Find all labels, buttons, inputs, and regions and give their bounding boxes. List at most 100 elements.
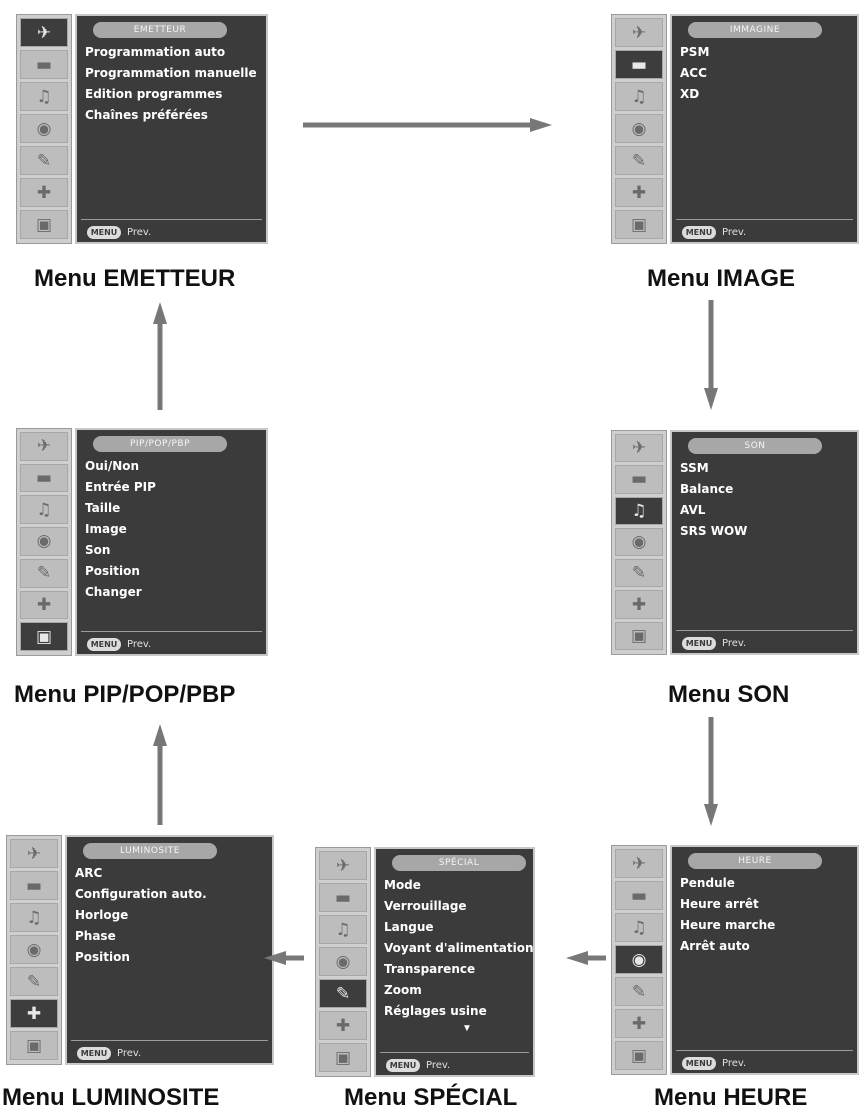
- icon-sidebar: ✈ ▬ ♫ ◉ ✎ ✚ ▣: [16, 14, 72, 244]
- menu-item[interactable]: ARC: [75, 866, 103, 880]
- menu-item[interactable]: Réglages usine: [384, 1004, 487, 1018]
- menu-button[interactable]: MENU: [682, 226, 716, 239]
- screen-icon[interactable]: ✚: [615, 1009, 663, 1038]
- menu-item[interactable]: Position: [85, 564, 140, 578]
- special-icon[interactable]: ✎: [10, 967, 58, 996]
- pip-icon[interactable]: ▣: [615, 621, 663, 650]
- satellite-icon[interactable]: ✈: [319, 851, 367, 880]
- picture-icon[interactable]: ▬: [20, 50, 68, 79]
- clock-icon[interactable]: ◉: [615, 527, 663, 557]
- special-icon[interactable]: ✎: [615, 977, 663, 1006]
- sound-icon[interactable]: ♫: [319, 915, 367, 944]
- pip-icon[interactable]: ▣: [20, 210, 68, 239]
- screen-icon[interactable]: ✚: [615, 178, 663, 207]
- menu-button[interactable]: MENU: [682, 1057, 716, 1070]
- icon-sidebar: ✈ ▬ ♫ ◉ ✎ ✚ ▣: [611, 845, 667, 1075]
- menu-item[interactable]: XD: [680, 87, 700, 101]
- menu-item[interactable]: Horloge: [75, 908, 129, 922]
- menu-item[interactable]: Taille: [85, 501, 121, 515]
- menu-item[interactable]: SRS WOW: [680, 524, 748, 538]
- special-icon[interactable]: ✎: [615, 559, 663, 588]
- screen-icon[interactable]: ✚: [20, 178, 68, 207]
- satellite-icon[interactable]: ✈: [615, 434, 663, 463]
- menu-item[interactable]: Voyant d'alimentation: [384, 941, 534, 955]
- sound-icon[interactable]: ♫: [615, 913, 663, 942]
- menu-item[interactable]: Langue: [384, 920, 434, 934]
- pip-icon[interactable]: ▣: [10, 1031, 58, 1060]
- menu-title: PIP/POP/PBP: [93, 436, 227, 452]
- menu-item[interactable]: Heure marche: [680, 918, 776, 932]
- picture-icon[interactable]: ▬: [319, 883, 367, 912]
- menu-item[interactable]: Edition programmes: [85, 87, 223, 101]
- menu-item[interactable]: Zoom: [384, 983, 422, 997]
- menu-button[interactable]: MENU: [77, 1047, 111, 1060]
- clock-icon[interactable]: ◉: [20, 114, 68, 143]
- sound-icon[interactable]: ♫: [20, 495, 68, 525]
- menu-item[interactable]: Pendule: [680, 876, 735, 890]
- special-icon[interactable]: ✎: [615, 146, 663, 175]
- picture-icon[interactable]: ▬: [615, 50, 663, 79]
- menu-item[interactable]: PSM: [680, 45, 710, 59]
- clock-icon[interactable]: ◉: [319, 947, 367, 976]
- menu-item[interactable]: Programmation manuelle: [85, 66, 257, 80]
- arrow-luminosite-to-pip: [153, 724, 167, 825]
- picture-icon[interactable]: ▬: [20, 463, 68, 493]
- pip-icon[interactable]: ▣: [615, 1041, 663, 1070]
- divider: [676, 630, 853, 631]
- special-icon[interactable]: ✎: [20, 558, 68, 588]
- menu-button[interactable]: MENU: [87, 638, 121, 651]
- prev-label: Prev.: [127, 639, 152, 650]
- scroll-down-icon[interactable]: ▼: [462, 1023, 472, 1034]
- sound-icon[interactable]: ♫: [615, 82, 663, 111]
- menu-item[interactable]: Image: [85, 522, 127, 536]
- clock-icon[interactable]: ◉: [20, 527, 68, 556]
- satellite-icon[interactable]: ✈: [615, 849, 663, 878]
- menu-item[interactable]: Phase: [75, 929, 116, 943]
- special-icon[interactable]: ✎: [319, 979, 367, 1008]
- menu-item[interactable]: Chaînes préférées: [85, 108, 208, 122]
- menu-item[interactable]: Heure arrêt: [680, 897, 759, 911]
- menu-item[interactable]: Oui/Non: [85, 459, 140, 473]
- picture-icon[interactable]: ▬: [615, 881, 663, 910]
- screen-icon[interactable]: ✚: [10, 999, 58, 1028]
- clock-icon[interactable]: ◉: [615, 114, 663, 143]
- menu-item[interactable]: Son: [85, 543, 111, 557]
- menu-item[interactable]: Position: [75, 950, 130, 964]
- menu-button[interactable]: MENU: [682, 637, 716, 650]
- screen-icon[interactable]: ✚: [20, 590, 68, 620]
- menu-item[interactable]: Configuration auto.: [75, 887, 207, 901]
- menu-item[interactable]: Balance: [680, 482, 734, 496]
- screen-icon[interactable]: ✚: [319, 1011, 367, 1040]
- pip-icon[interactable]: ▣: [615, 210, 663, 239]
- menu-item[interactable]: SSM: [680, 461, 709, 475]
- clock-icon[interactable]: ◉: [10, 935, 58, 964]
- picture-icon[interactable]: ▬: [10, 871, 58, 900]
- clock-icon[interactable]: ◉: [615, 945, 663, 974]
- satellite-icon[interactable]: ✈: [20, 432, 68, 461]
- menu-item[interactable]: Programmation auto: [85, 45, 226, 59]
- menu-item[interactable]: Changer: [85, 585, 142, 599]
- satellite-icon[interactable]: ✈: [20, 18, 68, 47]
- menu-item[interactable]: Transparence: [384, 962, 476, 976]
- menu-item[interactable]: ACC: [680, 66, 707, 80]
- menu-button[interactable]: MENU: [386, 1059, 420, 1072]
- menu-item[interactable]: Entrée PIP: [85, 480, 156, 494]
- menu-button[interactable]: MENU: [87, 226, 121, 239]
- screen-icon[interactable]: ✚: [615, 590, 663, 619]
- satellite-icon[interactable]: ✈: [615, 18, 663, 47]
- special-icon[interactable]: ✎: [20, 146, 68, 175]
- pip-icon[interactable]: ▣: [319, 1043, 367, 1072]
- menu-item[interactable]: Mode: [384, 878, 421, 892]
- sound-icon[interactable]: ♫: [615, 496, 663, 525]
- menu-item[interactable]: AVL: [680, 503, 706, 517]
- picture-icon[interactable]: ▬: [615, 465, 663, 494]
- sound-icon[interactable]: ♫: [10, 903, 58, 932]
- satellite-icon[interactable]: ✈: [10, 839, 58, 868]
- pip-icon[interactable]: ▣: [20, 622, 68, 651]
- menu-item[interactable]: Arrêt auto: [680, 939, 750, 953]
- menu-item[interactable]: Verrouillage: [384, 899, 467, 913]
- sound-icon[interactable]: ♫: [20, 82, 68, 111]
